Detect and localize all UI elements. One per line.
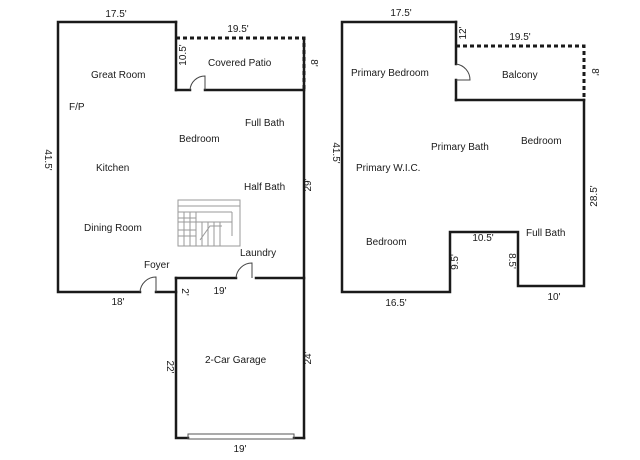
room-kitchen: Kitchen — [96, 163, 129, 174]
dim2-bottom-left: 16.5' — [385, 298, 406, 309]
room-garage: 2-Car Garage — [205, 355, 267, 366]
dim2-top-balcony: 19.5' — [509, 32, 530, 43]
dim2-balcony-right: 8' — [589, 68, 600, 76]
garage-entry-door-swing — [235, 262, 253, 279]
room-foyer: Foyer — [144, 260, 170, 271]
dim2-notch-right: 8.5' — [506, 253, 517, 269]
dim2-right-side: 28.5' — [589, 185, 600, 206]
first-floor-right-wall — [254, 36, 306, 280]
room-full-bath-2: Full Bath — [526, 228, 565, 239]
dim-garage-top: 19' — [213, 286, 226, 297]
dim-patio-left: 10.5' — [178, 44, 189, 65]
balcony-outline — [456, 44, 586, 100]
dim-garage-bottom: 19' — [233, 444, 246, 455]
room-bedroom-left: Bedroom — [366, 237, 407, 248]
dim2-bottom-right: 10' — [547, 292, 560, 303]
room-covered-patio: Covered Patio — [208, 58, 272, 69]
dim-top-left: 17.5' — [105, 9, 126, 20]
dim2-notch-left: 9.5' — [450, 254, 461, 270]
second-floor: 17.5' 12' 19.5' 8' 41.5' 28.5' 10.5' 9.5… — [330, 8, 600, 309]
room-primary-wic: Primary W.I.C. — [356, 163, 420, 174]
dim-garage-step: 2' — [179, 288, 190, 296]
first-floor: 17.5' 19.5' 10.5' 8' 41.5' 29' 18' 2' 19… — [42, 9, 319, 455]
dim-right-side: 29' — [303, 178, 314, 191]
room-primary-bath: Primary Bath — [431, 142, 489, 153]
dim-garage-right: 24' — [303, 351, 314, 364]
dim2-top-step: 12' — [458, 26, 469, 39]
second-floor-outer-wall — [340, 20, 586, 294]
garage-door — [187, 433, 295, 440]
room-full-bath: Full Bath — [245, 118, 284, 129]
dim2-notch-top: 10.5' — [472, 233, 493, 244]
room-great-room: Great Room — [91, 70, 145, 81]
dim2-top-left: 17.5' — [390, 8, 411, 19]
dim-top-patio: 19.5' — [227, 24, 248, 35]
room-fireplace: F/P — [69, 102, 85, 113]
dim-patio-right: 8' — [308, 59, 319, 67]
dim-garage-left: 22' — [164, 360, 175, 373]
room-laundry: Laundry — [240, 248, 276, 259]
staircase — [177, 199, 241, 247]
room-bedroom: Bedroom — [179, 134, 220, 145]
balcony-door-swing — [455, 63, 471, 81]
first-floor-outer-wall — [56, 20, 178, 294]
room-bedroom-right: Bedroom — [521, 136, 562, 147]
garage-walls — [174, 276, 190, 440]
dim-left-side: 41.5' — [42, 149, 53, 170]
room-dining-room: Dining Room — [84, 223, 142, 234]
dim-bottom-left: 18' — [111, 297, 124, 308]
dim2-left-side: 41.5' — [330, 142, 341, 163]
room-primary-bedroom: Primary Bedroom — [351, 68, 429, 79]
front-door-swing — [139, 276, 157, 293]
room-half-bath: Half Bath — [244, 182, 285, 193]
covered-patio-outline — [176, 36, 306, 90]
room-balcony: Balcony — [502, 70, 538, 81]
patio-door-swing — [189, 75, 206, 91]
